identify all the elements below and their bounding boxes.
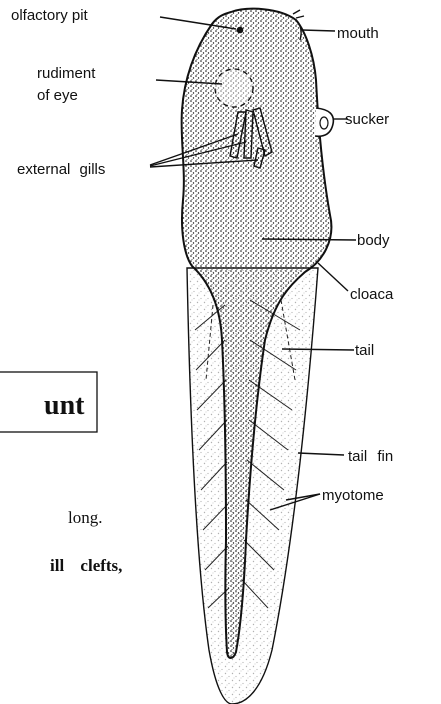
label-mouth: mouth bbox=[337, 25, 379, 42]
text-fragment-gill-clefts: ill clefts, bbox=[50, 556, 122, 575]
sucker bbox=[315, 108, 333, 136]
eye-rudiment bbox=[215, 69, 253, 107]
label-tail: tail bbox=[355, 342, 374, 359]
label-rudiment-of-eye-2: of eye bbox=[37, 87, 78, 104]
book-page-fragment: unt long. ill clefts, bbox=[0, 372, 122, 575]
label-cloaca: cloaca bbox=[350, 286, 394, 303]
label-body: body bbox=[357, 232, 390, 249]
label-external-gills: external gills bbox=[17, 161, 105, 178]
olfactory-pit bbox=[237, 27, 244, 34]
label-rudiment-of-eye-1: rudiment bbox=[37, 65, 96, 82]
heading-fragment: unt bbox=[44, 390, 85, 421]
label-myotome: myotome bbox=[322, 487, 384, 504]
label-sucker: sucker bbox=[345, 111, 389, 128]
text-fragment-long: long. bbox=[68, 508, 102, 527]
label-tail-fin: tail fin bbox=[348, 448, 393, 465]
label-olfactory-pit: olfactory pit bbox=[11, 7, 89, 24]
